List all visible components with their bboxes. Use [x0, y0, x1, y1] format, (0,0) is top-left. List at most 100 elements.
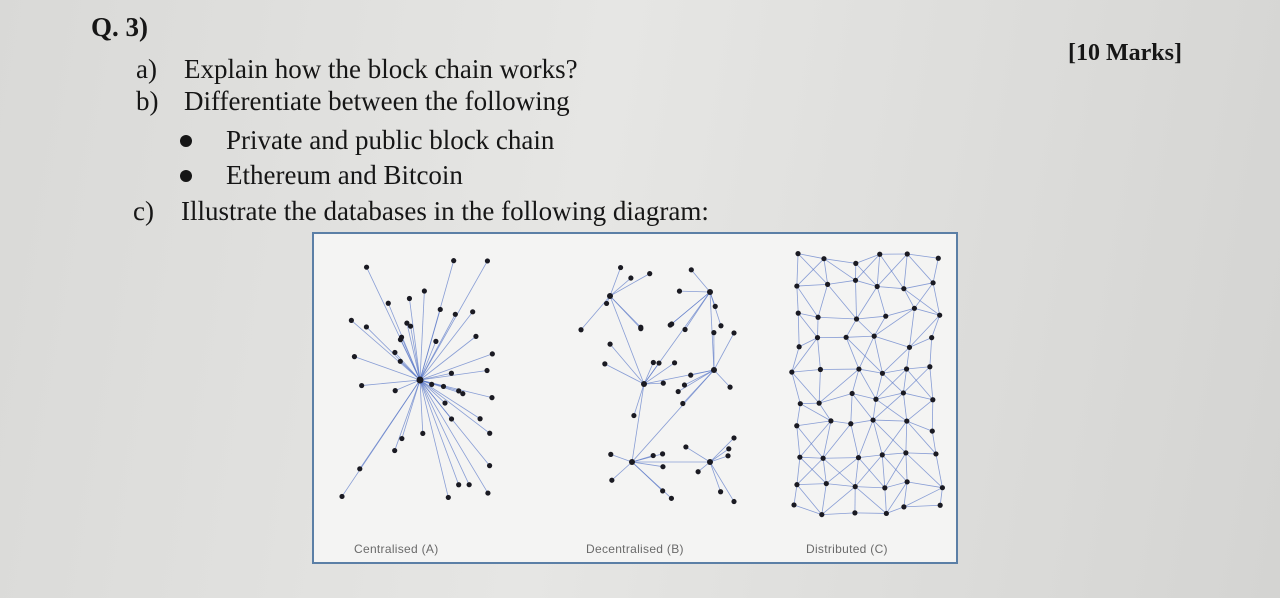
network-node: [823, 480, 829, 487]
network-edge: [817, 284, 828, 318]
network-edge: [905, 421, 908, 453]
network-node: [795, 310, 801, 316]
network-node: [404, 320, 410, 326]
network-edge: [796, 457, 801, 485]
network-edge: [875, 398, 908, 422]
network-node: [937, 312, 943, 318]
network-edge: [818, 316, 857, 320]
network-node: [456, 388, 462, 394]
network-node: [477, 416, 483, 422]
network-edge: [875, 373, 883, 400]
network-edge: [419, 291, 425, 381]
bullet-item: Private and public block chain: [180, 125, 680, 159]
network-node: [794, 283, 800, 289]
network-node: [815, 314, 821, 320]
network-diagram: Centralised (A) Decentralised (B) Distri…: [312, 232, 958, 564]
network-edge: [643, 362, 654, 385]
bullet-icon: [180, 170, 192, 182]
network-edge: [609, 267, 621, 297]
network-edge: [850, 423, 859, 458]
network-node: [607, 341, 613, 347]
network-edge: [886, 506, 905, 514]
network-edge: [906, 368, 934, 401]
network-node: [681, 382, 688, 388]
network-edge: [906, 366, 930, 370]
part-c: c)Illustrate the databases in the follow…: [133, 196, 709, 227]
network-node: [489, 395, 495, 401]
network-edge: [881, 454, 908, 483]
network-edge: [799, 420, 832, 458]
network-edge: [914, 307, 940, 316]
network-edge: [800, 402, 820, 405]
network-edge: [419, 379, 449, 498]
network-edge: [876, 286, 887, 317]
network-edge: [909, 308, 915, 348]
network-edge: [903, 504, 941, 508]
network-node: [363, 264, 370, 270]
network-node: [603, 300, 610, 307]
network-edge: [796, 425, 824, 459]
distributed-network: [789, 251, 946, 518]
network-node: [682, 326, 688, 333]
network-node: [641, 381, 647, 387]
network-edge: [631, 369, 715, 463]
network-edge: [791, 371, 801, 404]
network-node: [726, 446, 732, 452]
network-edge: [907, 481, 943, 489]
network-edge: [709, 455, 729, 463]
network-edge: [797, 253, 825, 260]
caption-distributed: Distributed (C): [806, 542, 888, 556]
network-edge: [709, 448, 730, 463]
network-edge: [791, 346, 800, 373]
network-edge: [643, 382, 664, 385]
network-edge: [884, 481, 908, 489]
network-edge: [873, 307, 915, 337]
network-edge: [631, 383, 645, 463]
network-edge: [709, 437, 735, 463]
network-edge: [872, 419, 883, 455]
network-node: [871, 333, 877, 339]
network-edge: [873, 336, 883, 374]
network-edge: [855, 280, 857, 319]
part-a-text: Explain how the block chain works?: [184, 54, 578, 84]
network-node: [688, 267, 694, 273]
network-node: [363, 324, 370, 330]
network-node: [656, 360, 662, 366]
network-edge: [351, 320, 421, 381]
network-edge: [793, 504, 822, 515]
network-node: [717, 489, 724, 495]
network-node: [485, 490, 491, 496]
network-edge: [875, 392, 904, 400]
network-edge: [796, 420, 831, 427]
network-edge: [419, 379, 490, 466]
network-edge: [817, 337, 821, 370]
network-edge: [796, 283, 828, 287]
network-edge: [909, 337, 932, 348]
network-node: [680, 400, 686, 407]
network-node: [489, 351, 495, 357]
network-node: [903, 450, 909, 456]
network-edge: [879, 254, 905, 289]
network-edge: [796, 253, 799, 287]
network-node: [927, 364, 933, 370]
network-edge: [856, 315, 886, 320]
network-edge: [821, 486, 856, 515]
network-node: [695, 469, 701, 475]
network-node: [849, 390, 855, 397]
network-edge: [872, 392, 904, 421]
network-node: [669, 321, 675, 327]
network-edge: [796, 285, 819, 318]
network-node: [399, 435, 405, 442]
network-edge: [791, 371, 820, 404]
network-edge: [394, 352, 421, 381]
network-node: [794, 482, 800, 488]
network-edge: [791, 369, 821, 373]
part-a-label: a): [136, 54, 157, 84]
network-edge: [797, 313, 800, 347]
network-edge: [713, 332, 735, 371]
network-edge: [709, 461, 721, 492]
network-edge: [914, 282, 934, 309]
network-edge: [858, 419, 874, 458]
network-edge: [713, 369, 731, 388]
network-node: [348, 317, 354, 323]
